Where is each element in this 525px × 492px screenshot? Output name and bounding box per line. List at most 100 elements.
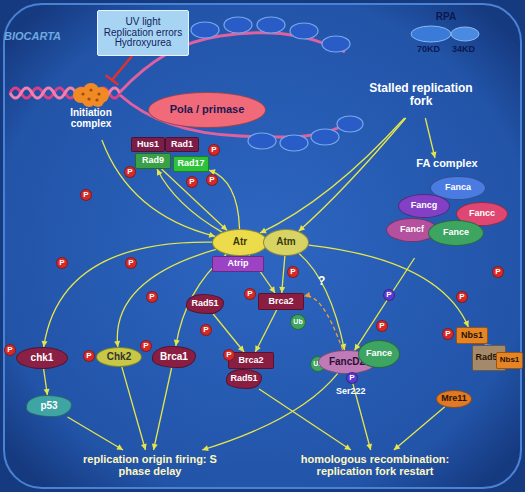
inhibition-line [106, 56, 132, 85]
phosphate-badge: P [492, 266, 504, 278]
site-label: Ser222 [336, 386, 366, 396]
phosphate-badge: P [287, 266, 299, 278]
node-text: Fance [443, 228, 469, 237]
pathway-arrow [209, 170, 240, 229]
arrow-head [141, 443, 147, 450]
node-text: Fanca [445, 183, 471, 192]
node-text: P [209, 176, 214, 184]
protein-blob: Brca1 [152, 346, 196, 368]
protein-box: Rad9 [135, 153, 171, 169]
protein-blob: p53 [26, 395, 72, 417]
pathway-arrow [154, 368, 172, 450]
rpa-34kd [451, 27, 479, 41]
fa-complex-group: FA complexFancaFancgFanccFancfFance [382, 158, 512, 258]
node-text: P [247, 290, 252, 298]
node-text: Rad1 [171, 140, 193, 149]
protein-box: Brca2 [258, 293, 304, 310]
node-text: RPA [436, 12, 456, 23]
node-text: Fancg [411, 201, 438, 210]
pathway-arrow [255, 310, 276, 352]
phosphate-badge: P [80, 189, 92, 201]
blob-dot [87, 97, 90, 100]
arrow-head [394, 444, 401, 450]
phosphate-badge: P [140, 340, 152, 352]
node-text: P [149, 293, 154, 301]
node-text: P [7, 346, 12, 354]
phosphate-badge: P [125, 257, 137, 269]
arrow-head [116, 444, 123, 450]
protein-box: Hus1 [131, 137, 165, 152]
node-text: Stalled replication fork [358, 82, 484, 107]
kinase-oval: chk1 [16, 347, 68, 369]
pathway-arrow [122, 367, 146, 450]
protein-blob: Rad51 [186, 294, 224, 314]
arrow-head [255, 345, 260, 352]
phosphate-badge: P [346, 372, 358, 384]
node-text: replication origin firing: S phase delay [70, 454, 230, 477]
pathway-arrow [355, 258, 415, 350]
phosphate-badge: P [4, 344, 16, 356]
node-text: Chk2 [107, 352, 131, 363]
node-text: Brca1 [160, 352, 188, 363]
node-text: Nbs1 [461, 331, 483, 340]
node-text: P [459, 293, 464, 301]
arrow-head [463, 320, 469, 327]
phosphate-badge: P [124, 166, 136, 178]
node-text: Atrip [228, 259, 249, 268]
phosphate-badge: P [442, 328, 454, 340]
node-text: P [445, 330, 450, 338]
node-text: Brca2 [268, 297, 293, 306]
phosphate-badge: P [206, 174, 218, 186]
rpa-row: 70KD 34KD [417, 45, 475, 54]
arrow-head [299, 225, 305, 231]
pathway-arrow [350, 374, 370, 450]
protein-oval: Mre11 [436, 390, 472, 408]
protein-oval: Fance [358, 340, 400, 368]
node-text: P [211, 146, 216, 154]
phosphate-badge: P [376, 320, 388, 332]
node-text: Atr [233, 237, 247, 248]
pathway-arrow [68, 417, 124, 450]
arrow-head [269, 286, 275, 293]
phosphate-badge: P [56, 257, 68, 269]
phosphate-badge: P [208, 144, 220, 156]
blob-dot [89, 88, 92, 91]
pathway-arrow [162, 169, 228, 230]
node-text: Brca2 [238, 356, 263, 365]
node-text: Hus1 [137, 140, 159, 149]
cell-region [4, 4, 521, 488]
blob-dot [97, 92, 100, 95]
phosphate-badge: P [186, 176, 198, 188]
node-text: P [386, 291, 391, 299]
rpa-complex: RPA 70KD 34KD [402, 4, 490, 62]
kinase-oval: Atm [263, 229, 309, 256]
node-text: P [379, 322, 384, 330]
node-text: 70KD [417, 45, 440, 54]
node-text: P [349, 374, 354, 382]
nucleosomes [191, 17, 363, 151]
ubiquitin-circle: Ub [290, 314, 306, 330]
arrow-head [344, 444, 351, 450]
blob-dot [95, 98, 98, 101]
node-text: 34KD [452, 45, 475, 54]
pathway-arrow [299, 118, 406, 231]
node-text: P [128, 259, 133, 267]
node-text: Nbs1 [500, 356, 520, 364]
node-text: p53 [40, 401, 57, 412]
pathway-arrow [202, 373, 338, 450]
node-text: P [86, 352, 91, 360]
kinase-oval: Atr [212, 229, 268, 256]
arrow-head [202, 445, 209, 451]
node-text: Fancf [400, 225, 424, 234]
node-text: P [189, 178, 194, 186]
phosphate-badge: P [244, 288, 256, 300]
phosphate-badge: P [83, 350, 95, 362]
blob-part [92, 95, 104, 107]
protein-oval: Fancg [398, 194, 450, 218]
arrow-head [366, 443, 372, 450]
node-text: P [495, 268, 500, 276]
phosphate-badge: P [383, 289, 395, 301]
node-text: Atm [276, 237, 295, 248]
